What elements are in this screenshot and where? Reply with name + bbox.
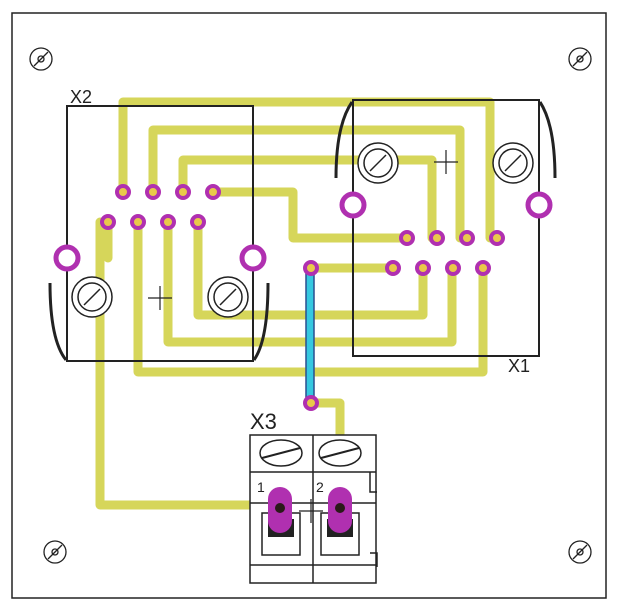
x1-pin	[385, 260, 401, 276]
screw-icon	[259, 439, 303, 467]
screw-icon	[318, 439, 362, 467]
x2-pin	[100, 214, 116, 230]
crosshair-icon	[299, 499, 323, 523]
mounting-hole-icon	[568, 540, 592, 564]
x1-label: X1	[508, 356, 530, 376]
mounting-hole-icon	[568, 47, 592, 71]
x1-pin	[429, 230, 445, 246]
screw-icon	[71, 276, 113, 318]
jumper-pad	[303, 395, 319, 411]
x1-left-clip	[334, 101, 354, 179]
x1-mount-pad-left	[339, 191, 367, 219]
x2-right-clip	[252, 282, 270, 361]
x1-pin	[475, 260, 491, 276]
x2-mount-pad-left	[53, 244, 81, 272]
mount-pads	[53, 191, 553, 272]
x2-pin	[145, 184, 161, 200]
trace-2	[148, 125, 465, 243]
x3-tab-bottom	[370, 552, 378, 567]
mounting-hole-icon	[29, 47, 53, 71]
x3-label: X3	[250, 409, 277, 434]
jumper-pad	[303, 260, 319, 276]
connector-x1: X1	[334, 99, 557, 376]
trace-1	[118, 97, 495, 243]
x1-mount-pad-right	[525, 191, 553, 219]
x1-body	[352, 99, 540, 357]
x3-pin2-label: 2	[316, 479, 324, 495]
x3-pin1-label: 1	[257, 479, 265, 495]
x2-body	[66, 105, 254, 362]
x1-pin	[415, 260, 431, 276]
pads	[100, 184, 505, 411]
x1-right-clip	[538, 101, 557, 179]
screw-icon	[357, 142, 399, 184]
x2-pin	[205, 184, 221, 200]
x2-pin	[175, 184, 191, 200]
x1-pin	[399, 230, 415, 246]
x2-left-clip	[48, 282, 68, 361]
mounting-hole-icon	[43, 540, 67, 564]
x1-pin	[489, 230, 505, 246]
connector-x2: X2	[48, 87, 270, 362]
x1-pin	[445, 260, 461, 276]
x2-pin	[190, 214, 206, 230]
x2-label: X2	[70, 87, 92, 107]
x2-pin	[115, 184, 131, 200]
trace-3	[178, 155, 437, 243]
screw-icon	[207, 276, 249, 318]
x1-pin	[459, 230, 475, 246]
x3-tab-top	[369, 472, 377, 493]
crosshair-icon	[148, 286, 172, 310]
jumper-wire	[305, 267, 315, 404]
crosshair-icon	[434, 150, 458, 174]
x2-mount-pad-right	[239, 244, 267, 272]
connector-x3: X3 1 2	[249, 409, 378, 584]
x2-pin	[130, 214, 146, 230]
x2-pin	[160, 214, 176, 230]
screw-icon	[492, 142, 534, 184]
